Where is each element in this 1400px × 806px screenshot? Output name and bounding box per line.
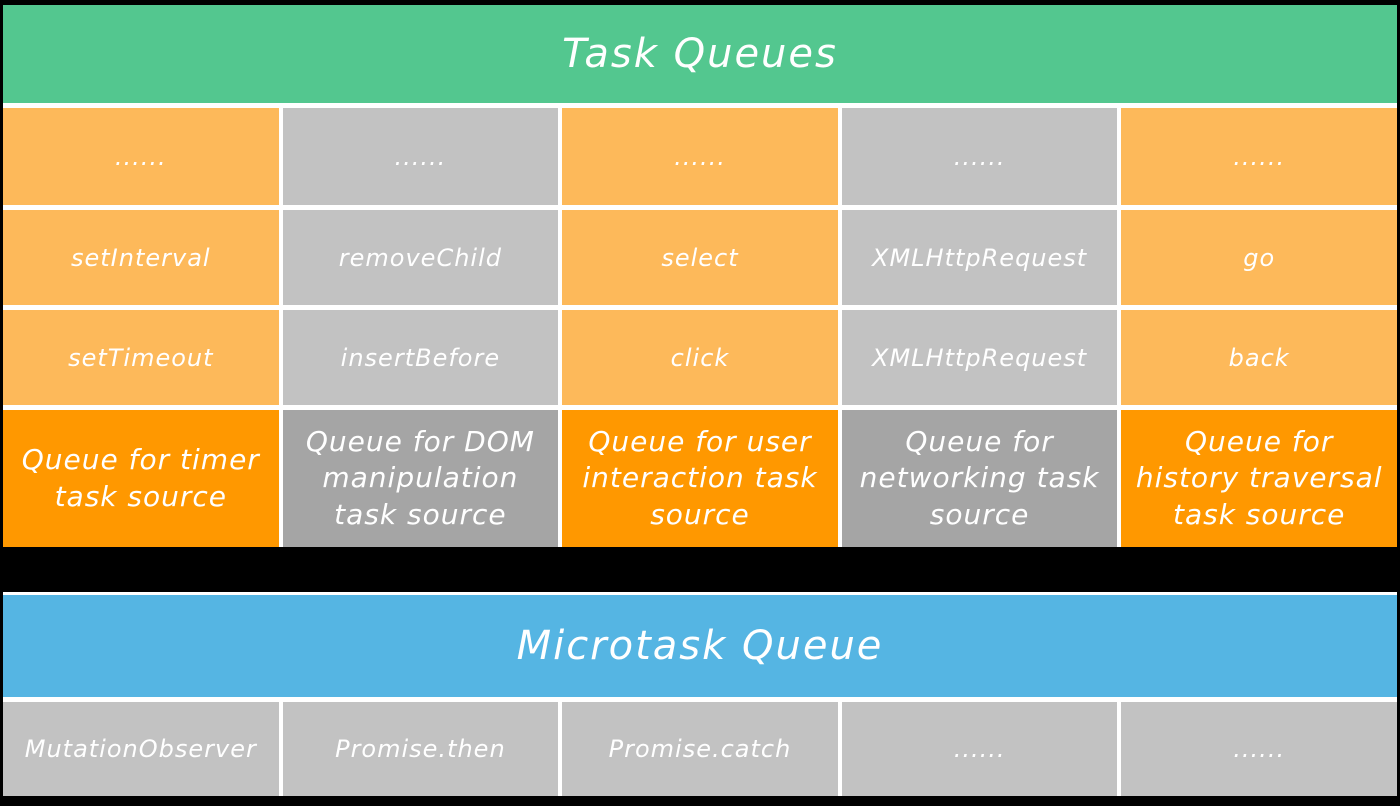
timer-queue-label: Queue for timer task source — [3, 410, 279, 547]
dom-queue-cell-more: ...... — [282, 108, 559, 205]
microtask-queue-header: Microtask Queue — [3, 595, 1397, 697]
microtask-cell-mutationobserver: MutationObserver — [3, 702, 279, 796]
timer-queue-cell-more: ...... — [3, 108, 279, 205]
history-queue-label: Queue for history traversal task source — [1121, 410, 1397, 547]
timer-queue-cell-settimeout: setTimeout — [3, 310, 279, 405]
network-queue-cell-xhr-2: XMLHttpRequest — [841, 310, 1118, 405]
timer-queue-cell-setinterval: setInterval — [3, 210, 279, 305]
history-queue-cell-more: ...... — [1121, 108, 1397, 205]
microtask-cell-promise-catch: Promise.catch — [562, 702, 838, 796]
dom-queue-label: Queue for DOM manipulation task source — [282, 410, 559, 547]
network-queue-cell-more: ...... — [841, 108, 1118, 205]
dom-queue-cell-removechild: removeChild — [282, 210, 559, 305]
microtask-cell-more-1: ...... — [841, 702, 1118, 796]
history-queue-cell-go: go — [1121, 210, 1397, 305]
microtask-queue-section: Microtask Queue MutationObserver Promise… — [3, 592, 1397, 796]
user-queue-cell-select: select — [562, 210, 838, 305]
user-queue-label: Queue for user interaction task source — [562, 410, 838, 547]
dom-queue-cell-insertbefore: insertBefore — [282, 310, 559, 405]
user-queue-cell-more: ...... — [562, 108, 838, 205]
network-queue-label: Queue for networking task source — [841, 410, 1118, 547]
microtask-cell-promise-then: Promise.then — [282, 702, 559, 796]
task-queues-header: Task Queues — [3, 5, 1397, 103]
history-queue-cell-back: back — [1121, 310, 1397, 405]
microtask-cell-more-2: ...... — [1121, 702, 1397, 796]
network-queue-cell-xhr-1: XMLHttpRequest — [841, 210, 1118, 305]
user-queue-cell-click: click — [562, 310, 838, 405]
task-queues-section: Task Queues ...... ...... ...... ...... … — [3, 5, 1397, 547]
